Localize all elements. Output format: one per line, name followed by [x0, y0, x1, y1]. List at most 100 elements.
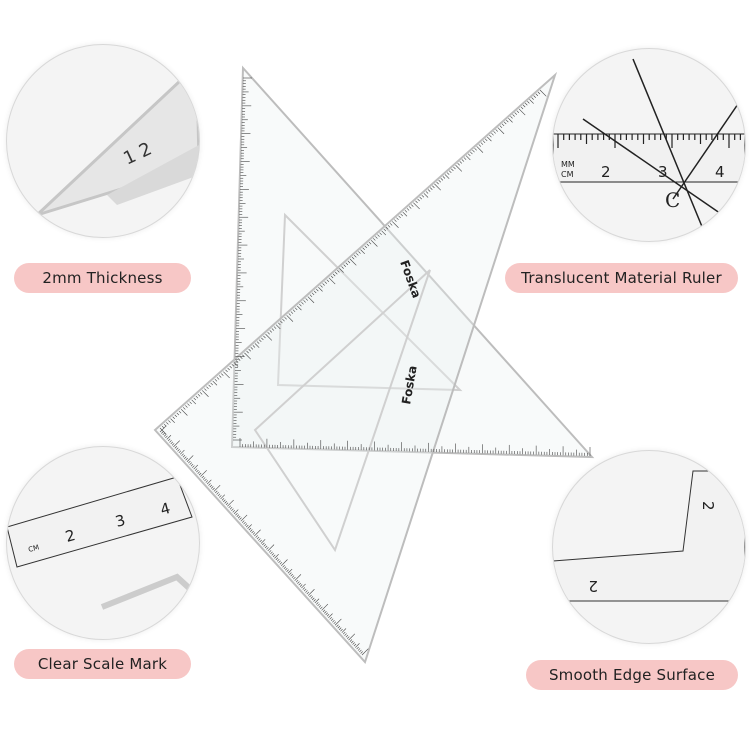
ruler-tick	[240, 356, 243, 359]
ruler-tick	[191, 399, 197, 405]
ruler-tick	[202, 477, 206, 480]
ruler-tick	[518, 108, 526, 116]
svg-text:3: 3	[113, 511, 127, 531]
ruler-tick	[512, 114, 515, 117]
ruler-tick	[239, 517, 242, 520]
ruler-tick	[472, 149, 475, 153]
ruler-tick	[168, 420, 171, 423]
ruler-tick	[335, 271, 338, 275]
ruler-tick	[294, 307, 298, 311]
translucent-closeup: MM CM 2 3 4 C	[553, 58, 745, 230]
ruler-tick	[258, 538, 261, 541]
ruler-tick	[470, 151, 473, 155]
ruler-tick	[301, 583, 306, 589]
ruler-tick	[269, 330, 273, 333]
ruler-tick	[514, 112, 517, 115]
svg-text:CM: CM	[561, 170, 574, 179]
ruler-tick	[359, 649, 362, 653]
ruler-tick	[419, 196, 422, 200]
ruler-tick	[271, 553, 275, 556]
ruler-tick	[236, 514, 240, 517]
ruler-tick	[231, 363, 235, 367]
ruler-tick	[235, 360, 239, 363]
ruler-tick	[392, 221, 399, 228]
detail-smooth-edge: 2 2	[552, 450, 746, 644]
ruler-tick	[159, 427, 167, 435]
ruler-tick	[175, 447, 179, 451]
ruler-tick	[461, 159, 465, 162]
ruler-tick	[330, 275, 334, 279]
ruler-tick	[181, 453, 184, 456]
ruler-tick	[282, 318, 285, 322]
set-square-60-cutout	[253, 269, 431, 553]
ruler-tick	[210, 382, 213, 386]
ruler-tick	[278, 322, 281, 326]
ruler-tick	[295, 579, 299, 583]
detail-thickness: 1 2	[6, 44, 200, 238]
ruler-tick	[459, 161, 463, 164]
ruler-tick	[174, 414, 178, 418]
ruler-tick	[307, 589, 315, 596]
ruler-tick	[217, 493, 221, 497]
ruler-tick	[188, 460, 191, 464]
ruler-tick	[328, 277, 336, 285]
svg-text:C: C	[665, 188, 680, 212]
ruler-tick	[287, 568, 293, 574]
set-square-60	[153, 71, 558, 664]
ruler-tick	[444, 174, 450, 179]
ruler-tick	[169, 440, 172, 443]
ruler-tick	[256, 536, 260, 540]
ruler-tick	[293, 576, 296, 580]
ruler-tick	[260, 539, 266, 544]
ruler-tick	[322, 283, 325, 286]
ruler-tick	[221, 373, 224, 376]
ruler-tick	[506, 119, 509, 123]
ruler-tick	[261, 337, 264, 341]
ruler-tick	[292, 309, 296, 313]
ruler-tick	[272, 554, 276, 558]
ruler-tick	[531, 97, 534, 100]
ruler-tick	[332, 273, 336, 277]
ruler-tick	[178, 450, 182, 454]
ruler-tick	[406, 208, 410, 211]
ruler-tick	[170, 441, 174, 445]
ruler-tick	[449, 170, 452, 174]
ruler-tick	[290, 573, 293, 577]
ruler-tick	[451, 168, 454, 172]
ruler-tick	[182, 454, 186, 458]
ruler-tick	[228, 505, 231, 509]
ruler-tick	[301, 301, 304, 305]
ruler-tick	[495, 129, 498, 132]
ruler-tick	[322, 609, 326, 613]
ruler-tick	[434, 183, 441, 191]
ruler-tick	[341, 266, 344, 269]
ruler-tick	[320, 285, 323, 288]
ruler-tick	[307, 296, 315, 304]
ruler-tick	[360, 249, 365, 255]
ruler-tick	[345, 634, 349, 638]
ruler-tick	[330, 618, 334, 622]
ruler-tick	[311, 597, 315, 601]
ruler-tick	[189, 462, 192, 465]
ruler-tick	[280, 559, 288, 567]
ruler-tick	[171, 443, 175, 446]
set-square-45-cutout	[276, 212, 463, 392]
ruler-tick	[193, 464, 199, 470]
ruler-tick	[499, 125, 503, 128]
ruler-tick	[493, 131, 496, 134]
ruler-tick	[298, 582, 302, 586]
ruler-tick	[244, 352, 251, 360]
ruler-tick	[440, 178, 444, 181]
edge-closeup: 2 2	[553, 470, 745, 602]
ruler-tick	[294, 574, 302, 581]
ruler-tick	[223, 371, 230, 379]
ruler-tick	[216, 377, 220, 380]
ruler-tick	[383, 228, 387, 232]
ruler-tick	[309, 594, 312, 598]
ruler-tick	[256, 341, 260, 344]
ruler-tick	[266, 547, 269, 550]
ruler-tick	[189, 401, 192, 405]
ruler-tick	[303, 588, 307, 592]
ruler-tick	[199, 392, 203, 395]
ruler-tick	[337, 270, 340, 273]
